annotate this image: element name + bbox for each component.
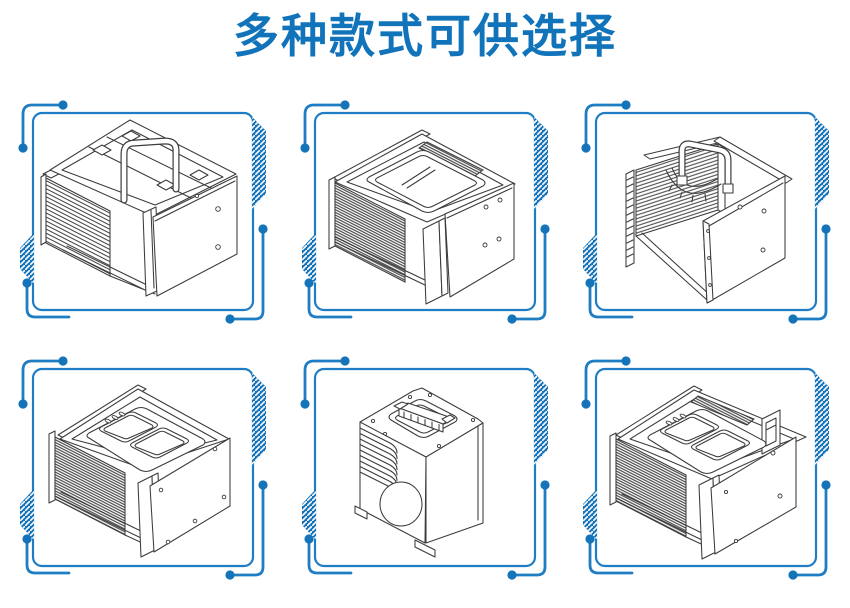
style-1-figure: [16, 99, 270, 325]
style-card-4: [5, 346, 287, 602]
style-card-3: [568, 90, 850, 346]
drawing-style-2: [328, 129, 516, 305]
style-card-1: [5, 90, 287, 346]
drawing-style-4: [48, 384, 231, 558]
style-card-5: [287, 346, 569, 602]
style-6-figure: [580, 354, 832, 581]
drawing-style-3: [625, 136, 793, 304]
page-title: 多种款式可供选择: [233, 10, 617, 62]
drawing-style-1: [40, 119, 238, 297]
drawing-style-5: [354, 387, 484, 558]
style-3-figure: [580, 99, 832, 325]
style-4-figure: [16, 354, 270, 581]
style-card-2: [287, 90, 569, 346]
style-card-6: [568, 346, 850, 602]
style-2-figure: [298, 99, 551, 325]
style-5-figure: [298, 354, 551, 581]
drawing-style-6: [609, 385, 807, 560]
